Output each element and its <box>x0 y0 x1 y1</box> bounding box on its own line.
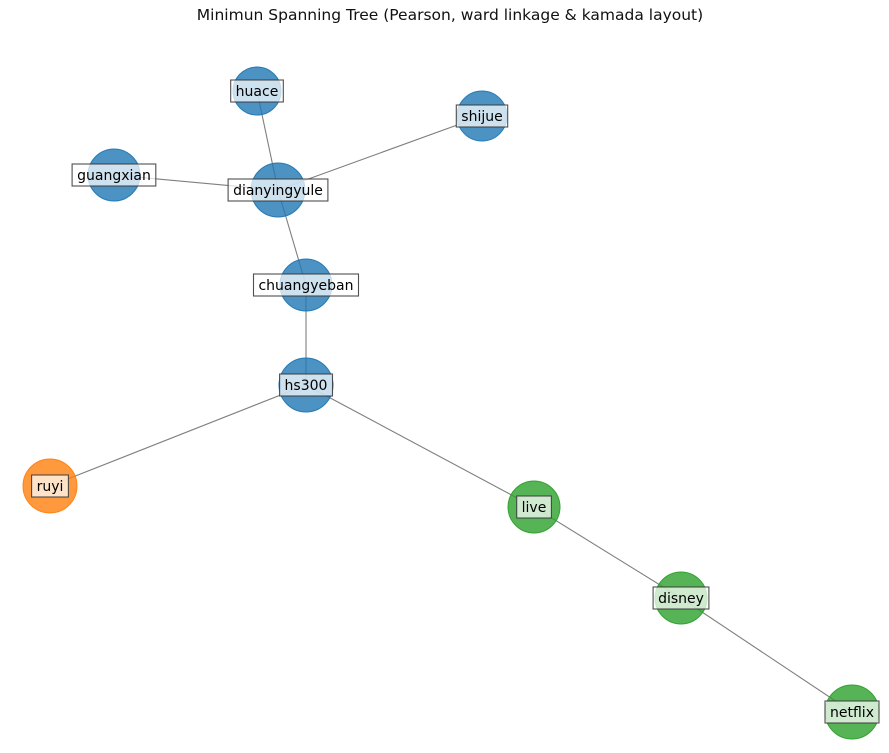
node-label-box-chuangyeban <box>252 273 360 297</box>
node-label-box-huace <box>230 79 284 103</box>
node-label-huace: huace <box>236 84 279 100</box>
edges-layer <box>49 90 853 713</box>
node-label-box-shijue <box>455 104 509 128</box>
node-label-box-hs300 <box>279 373 334 397</box>
node-label-box-disney <box>652 586 710 610</box>
edge-hs300-ruyi <box>49 384 307 487</box>
node-label-live: live <box>522 500 547 516</box>
edge-live-disney <box>533 506 682 599</box>
node-label-group-disney: disney <box>652 586 710 610</box>
node-label-group-hs300: hs300 <box>279 373 334 397</box>
node-label-group-shijue: shijue <box>455 104 509 128</box>
node-label-group-huace: huace <box>230 79 284 103</box>
node-label-box-netflix <box>824 700 880 724</box>
node-label-disney: disney <box>658 591 704 607</box>
node-label-group-dianyingyule: dianyingyule <box>227 178 329 202</box>
edge-disney-netflix <box>680 597 853 713</box>
node-label-shijue: shijue <box>461 109 502 125</box>
node-label-box-live <box>516 495 552 519</box>
node-label-netflix: netflix <box>830 705 874 721</box>
node-label-group-chuangyeban: chuangyeban <box>252 273 360 297</box>
node-label-box-guangxian <box>71 163 157 187</box>
node-label-chuangyeban: chuangyeban <box>258 278 353 294</box>
node-label-group-guangxian: guangxian <box>71 163 157 187</box>
node-label-hs300: hs300 <box>285 378 328 394</box>
node-label-dianyingyule: dianyingyule <box>233 183 323 199</box>
node-label-box-ruyi <box>31 474 69 498</box>
node-label-box-dianyingyule <box>227 178 329 202</box>
node-label-group-live: live <box>516 495 552 519</box>
chart-title: Minimun Spanning Tree (Pearson, ward lin… <box>197 6 703 24</box>
node-label-group-netflix: netflix <box>824 700 880 724</box>
labels-layer: huace shijue guangxian dianyingyule chuangye… <box>31 79 880 724</box>
node-label-guangxian: guangxian <box>77 168 151 184</box>
node-label-group-ruyi: ruyi <box>31 474 69 498</box>
node-label-ruyi: ruyi <box>37 479 64 495</box>
edge-shijue-dianyingyule <box>277 115 483 191</box>
edge-hs300-live <box>305 384 535 508</box>
